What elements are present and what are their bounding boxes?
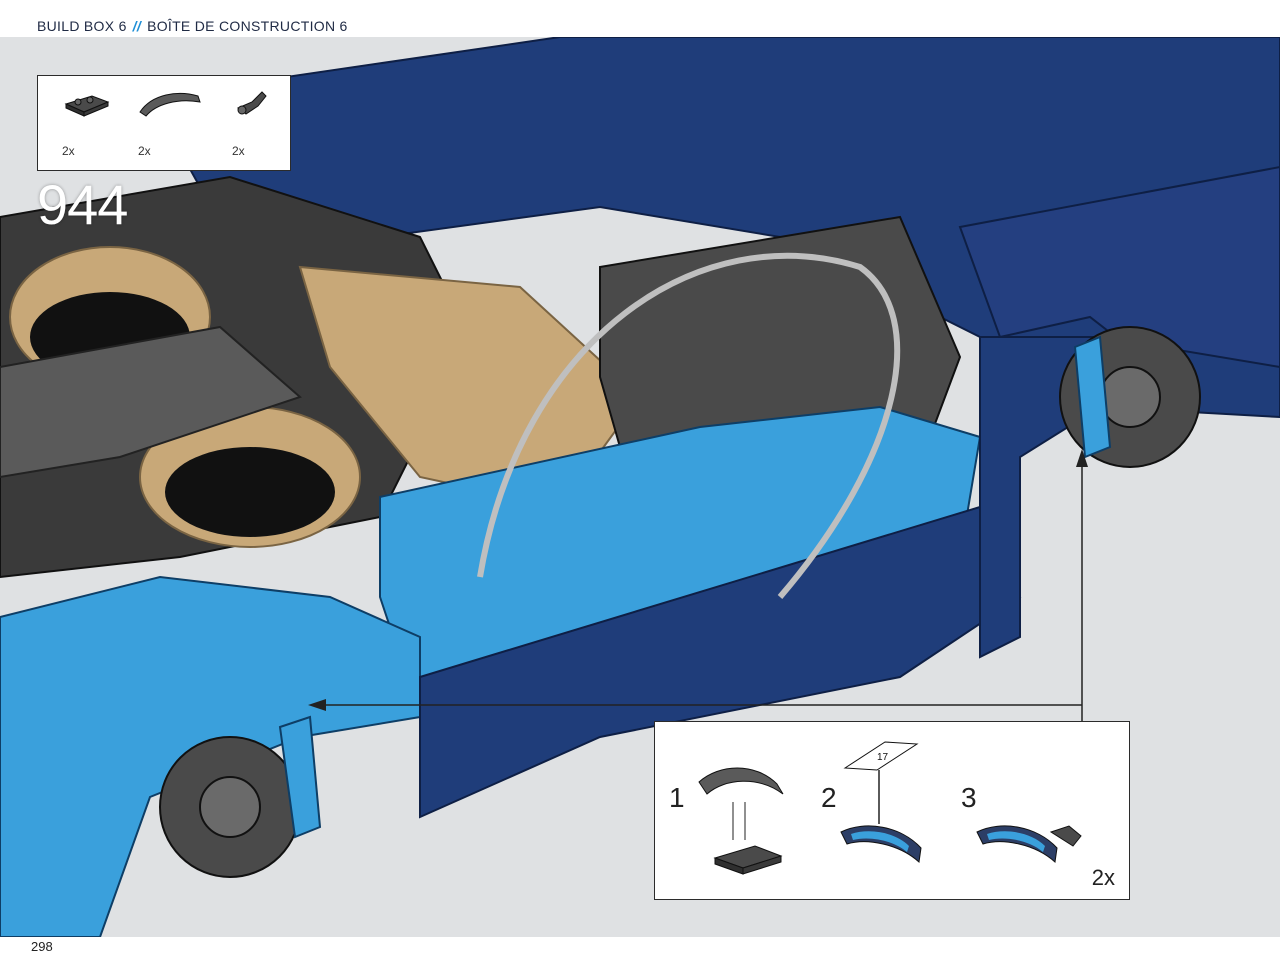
- part-2-qty: 2x: [138, 144, 151, 158]
- plate-with-clips-part-icon: [64, 95, 110, 117]
- model-illustration: [0, 37, 1280, 937]
- sub-assembly-box: 1 2 3 17 2x: [654, 721, 1130, 900]
- front-brake-caliper: [278, 715, 322, 839]
- step2-slope-icon: [840, 825, 922, 863]
- step-number: 944: [37, 173, 128, 236]
- part-2: 2x: [138, 88, 208, 158]
- sub-step-2-number: 2: [821, 782, 837, 813]
- step1-slope-icon: [698, 767, 784, 795]
- sub-step-1-number: 1: [669, 782, 685, 813]
- decal-sheet-icon: [843, 741, 919, 771]
- sub-assembly-drawing: 17: [698, 741, 1082, 875]
- callout-arrow-up: [1076, 449, 1088, 467]
- engine-block: [0, 325, 302, 479]
- parts-list: 2x 2x 2x: [37, 75, 291, 171]
- step3-clip-icon: [1049, 825, 1082, 847]
- header-right: BOÎTE DE CONSTRUCTION 6: [147, 18, 348, 34]
- rear-brake-caliper: [1073, 335, 1112, 459]
- header-left: BUILD BOX 6: [37, 18, 127, 34]
- page-header: BUILD BOX 6 // BOÎTE DE CONSTRUCTION 6: [37, 14, 348, 38]
- callout-arrow-left: [308, 699, 326, 711]
- sub-step-3-number: 3: [961, 782, 977, 813]
- part-3: 2x: [232, 88, 302, 158]
- decal-label: 17: [877, 752, 889, 763]
- sub-assembly-qty: 2x: [1091, 865, 1115, 890]
- part-1: 2x: [62, 88, 132, 158]
- part-3-qty: 2x: [232, 144, 245, 158]
- header-separator: //: [132, 18, 142, 34]
- step3-slope-icon: [976, 825, 1058, 863]
- car-drawing: [0, 37, 1280, 937]
- page-number: 298: [31, 939, 53, 954]
- clip-bar-part-icon: [237, 91, 267, 115]
- part-1-qty: 2x: [62, 144, 75, 158]
- door-frame-arc: [477, 252, 901, 599]
- curved-slope-part-icon: [139, 92, 201, 117]
